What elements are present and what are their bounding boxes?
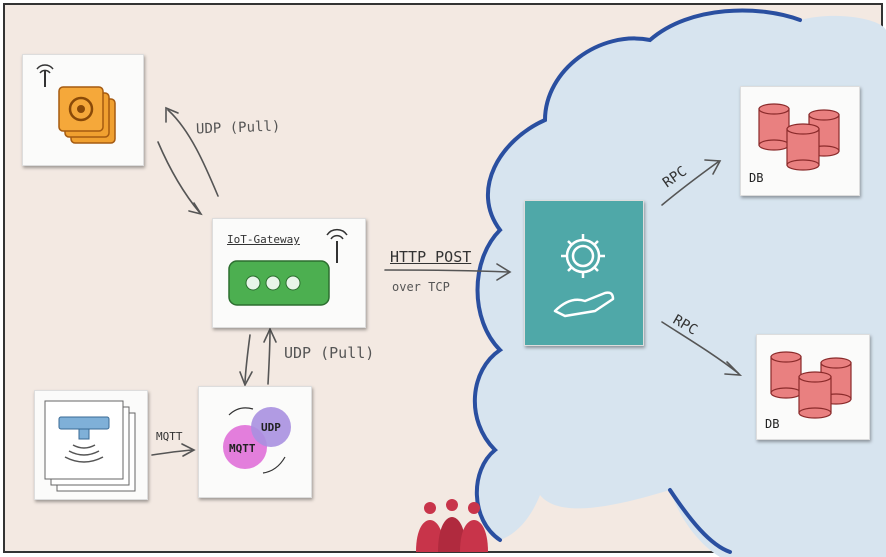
arrow-gateway-down bbox=[244, 334, 251, 383]
arrow-gateway-to-service bbox=[384, 269, 509, 273]
arrow-rpc-bottom bbox=[661, 321, 739, 374]
arrow-gateway-to-sensor bbox=[167, 109, 219, 197]
arrow-sensor-to-gateway bbox=[157, 141, 201, 214]
database-icon bbox=[758, 103, 840, 171]
db-card-bottom: DB bbox=[756, 334, 870, 440]
service-card bbox=[524, 200, 644, 346]
udp-pull-top-label: UDP (Pull) bbox=[195, 118, 281, 138]
db-card-top: DB bbox=[740, 86, 860, 196]
udp-bubble-label: UDP bbox=[261, 421, 281, 434]
arrow-udp-up bbox=[267, 329, 271, 385]
scanner-icon bbox=[44, 400, 136, 492]
udp-pull-bottom-label: UDP (Pull) bbox=[284, 344, 375, 362]
iot-gateway-card: IoT-Gateway bbox=[212, 218, 366, 328]
mqtt-arrow-label: MQTT bbox=[156, 430, 183, 443]
database-icon bbox=[770, 351, 852, 419]
db-top-label: DB bbox=[749, 171, 764, 185]
arrow-mqtt bbox=[151, 449, 193, 456]
cloud-edge bbox=[473, 8, 802, 542]
http-post-label: HTTP POST bbox=[390, 248, 472, 266]
over-tcp-label: over TCP bbox=[392, 280, 450, 294]
mqtt-udp-icon bbox=[223, 407, 291, 474]
db-bottom-label: DB bbox=[765, 417, 780, 431]
gateway-icon bbox=[228, 228, 348, 306]
arrow-rpc-top bbox=[661, 161, 719, 206]
sensor-card bbox=[22, 54, 144, 166]
mqtt-bubble-label: MQTT bbox=[229, 442, 256, 455]
gateway-title: IoT-Gateway bbox=[227, 233, 300, 246]
scanner-card bbox=[34, 390, 148, 500]
gear-hand-icon bbox=[553, 234, 615, 318]
mqtt-udp-card: MQTT UDP bbox=[198, 386, 312, 498]
people-icon bbox=[416, 499, 488, 552]
wifi-sensor-icon bbox=[36, 64, 116, 144]
